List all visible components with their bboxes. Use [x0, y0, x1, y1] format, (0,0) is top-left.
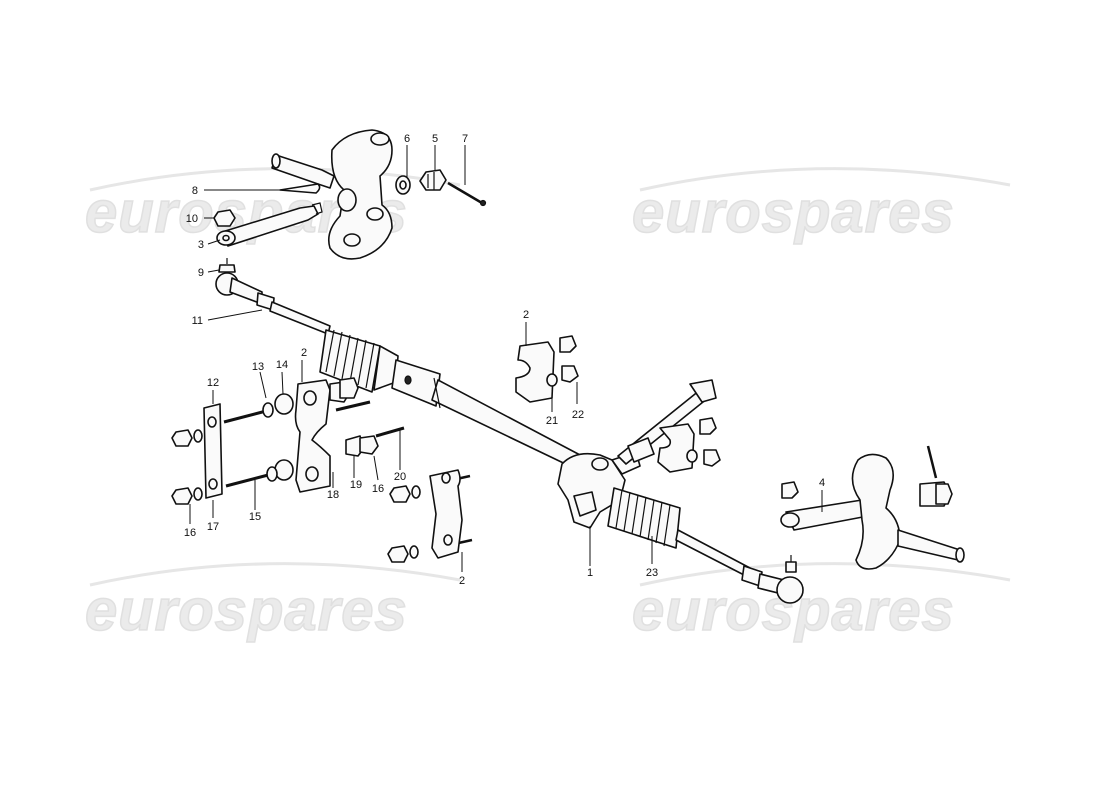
callout-9: 9: [198, 267, 204, 279]
callout-21: 21: [546, 415, 558, 427]
callout-5: 5: [432, 133, 438, 145]
bracket-2-lower: [387, 469, 463, 563]
callout-7: 7: [462, 133, 468, 145]
callout-2-lower: 2: [459, 575, 465, 587]
callout-11: 11: [192, 315, 203, 327]
washer-6: [395, 175, 411, 195]
bracket-2-left: [274, 379, 331, 493]
callout-3: 3: [198, 239, 204, 251]
ball-joint-9: [215, 258, 263, 305]
tie-rod-end-right: [741, 555, 804, 604]
clamp-2-right: [657, 417, 721, 473]
fasteners-left: [171, 377, 379, 505]
callout-18: 18: [327, 489, 339, 501]
tie-rod-left-11: [256, 292, 331, 335]
callout-22: 22: [572, 409, 584, 421]
callout-23: 23: [646, 567, 658, 579]
leader-lines: [189, 145, 823, 572]
callout-16-left: 16: [184, 527, 196, 539]
left-steering-knuckle: [271, 129, 393, 260]
callout-19: 19: [350, 479, 362, 491]
callout-15: 15: [249, 511, 261, 523]
key-8: [279, 183, 321, 194]
callout-8: 8: [192, 185, 198, 197]
right-steering-knuckle: [780, 445, 965, 570]
callout-4: 4: [819, 477, 825, 489]
clamp-2-upper: [515, 335, 579, 403]
nut-10: [213, 209, 236, 227]
cotter-pin-7: [447, 181, 483, 205]
callout-16-right: 16: [372, 483, 384, 495]
callout-14: 14: [276, 359, 288, 371]
callout-17: 17: [207, 521, 219, 533]
callout-13: 13: [252, 361, 264, 373]
callout-20: 20: [394, 471, 406, 483]
steering-arm-3: [216, 202, 323, 247]
watermark-top-right: eurospares: [632, 180, 955, 245]
callout-12: 12: [207, 377, 219, 389]
callout-numbers: 1 2 2 2 3 4 5 6 7 8 9 10 11 12 13 14 15 …: [184, 133, 825, 587]
callout-6: 6: [404, 133, 410, 145]
callout-1: 1: [587, 567, 593, 579]
callout-2-upper: 2: [523, 309, 529, 321]
callout-2-left: 2: [301, 347, 307, 359]
plate-12: [203, 403, 223, 499]
castle-nut-5: [419, 169, 447, 191]
rack-housing: [319, 329, 751, 577]
callout-10: 10: [186, 213, 198, 225]
watermark-bottom-left: eurospares: [85, 578, 408, 643]
